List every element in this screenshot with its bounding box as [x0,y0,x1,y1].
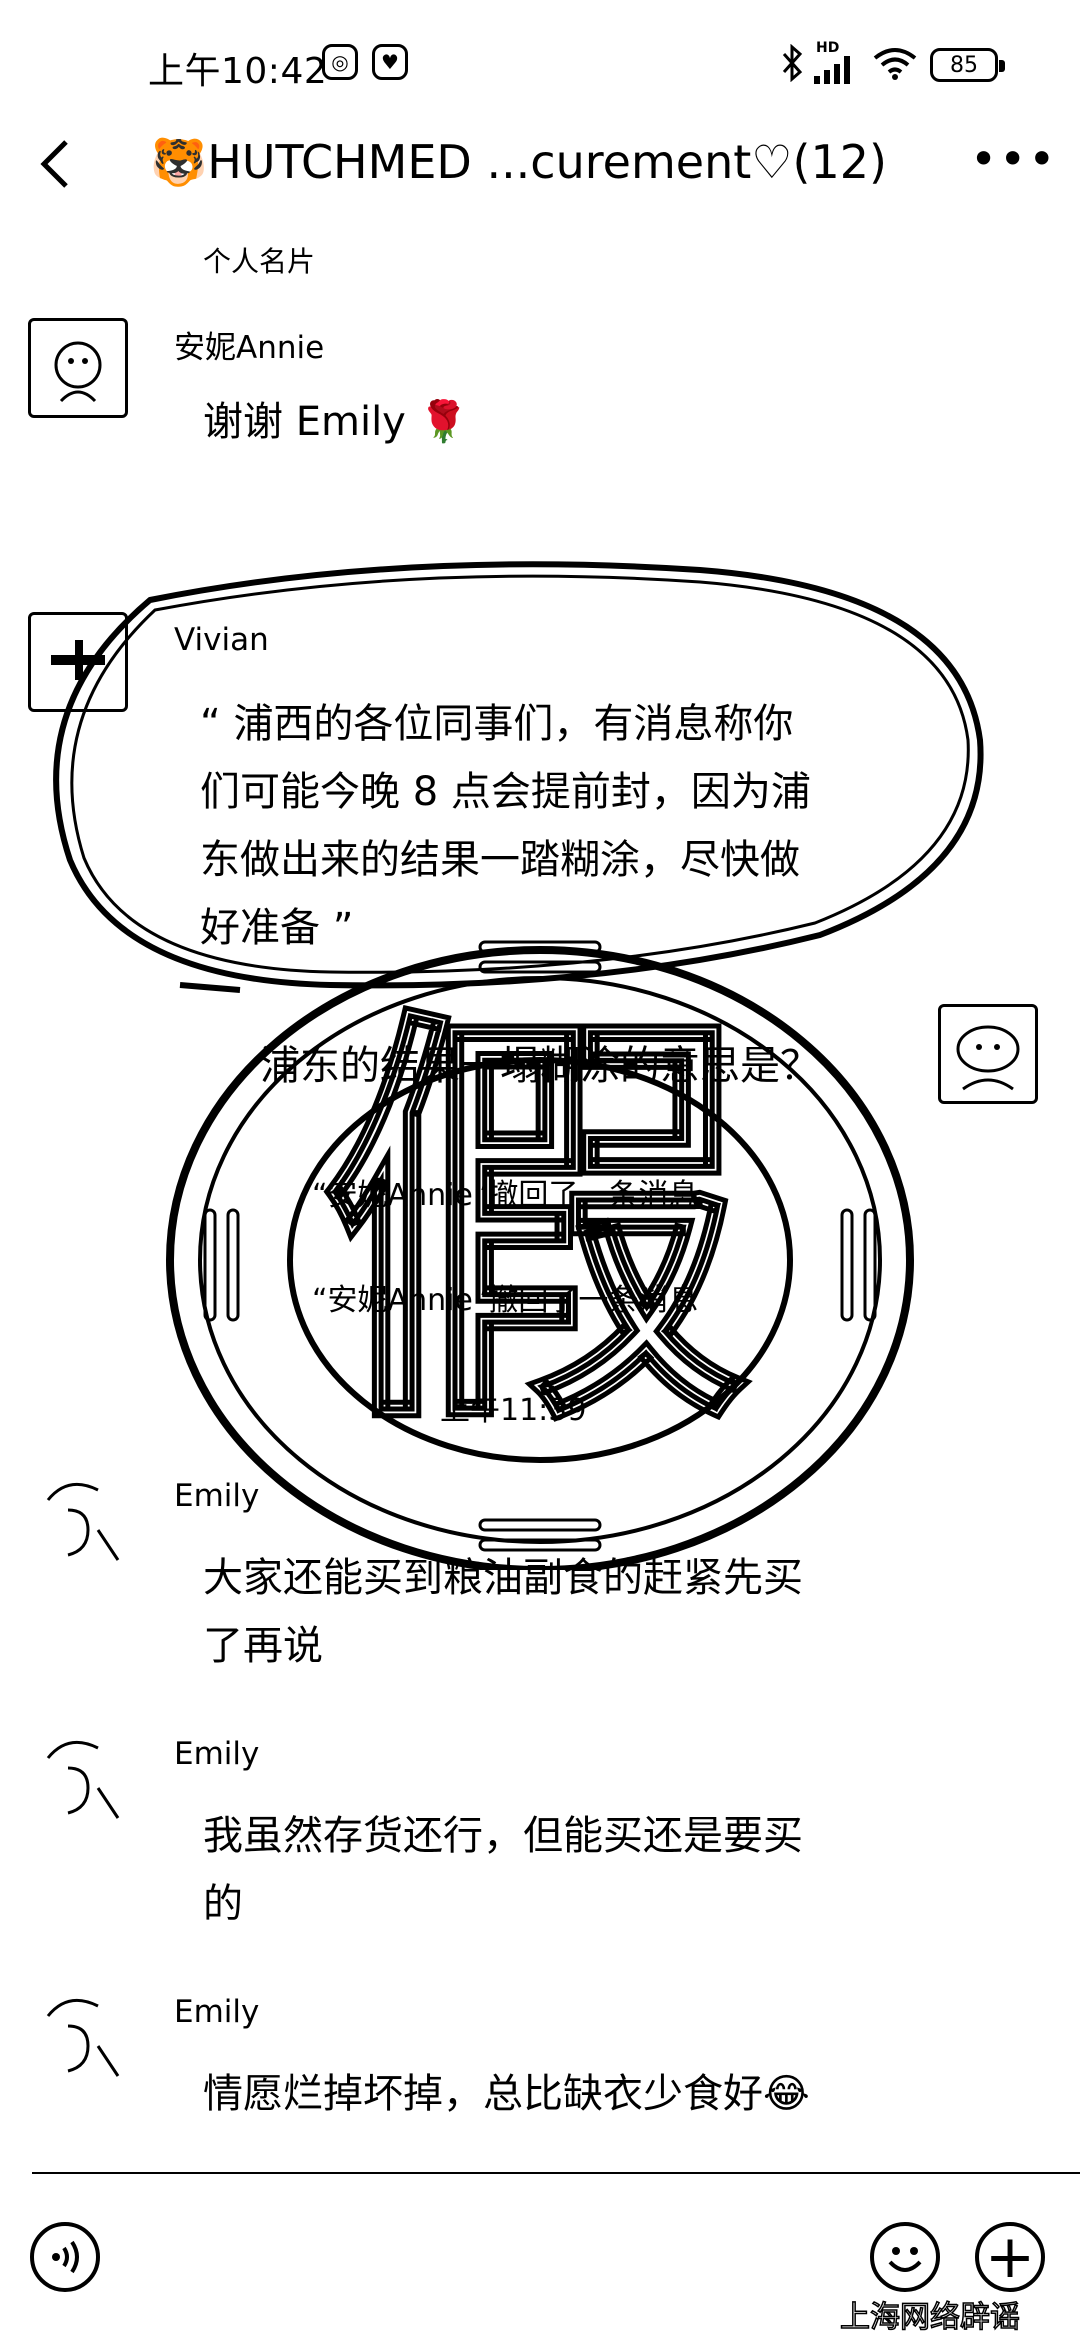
avatar-self-icon [956,1025,1020,1091]
message-line: “ 浦西的各位同事们，有消息称你 [200,701,794,747]
sender-name: Emily [174,1478,260,1514]
avatar-emily-icon [46,1482,120,1561]
message-line: 的 [203,1881,243,1927]
avatar-self[interactable] [938,1004,1038,1104]
voice-icon [52,2240,79,2274]
fake-stamp [166,940,914,1570]
message-text: 情愿烂掉坏掉，总比缺衣少食好😂 [203,2071,810,2117]
emoji-button[interactable] [870,2222,940,2292]
app-notification-icon: ♥ [372,44,408,80]
message-line: 们可能今晚 8 点会提前封，因为浦 [200,769,811,815]
watermark-label: 上海网络辟谣 [839,2299,1021,2336]
avatar-emily[interactable] [28,1986,128,2086]
sender-name: 安妮Annie [174,330,325,366]
message-line: 东做出来的结果一踏糊涂，尽快做 [200,837,800,883]
more-button[interactable]: ••• [970,132,1058,186]
timestamp: 上午11:39 [440,1393,587,1428]
business-card-label: 个人名片 [203,245,316,278]
message-text: 浦东的结果一塌糊涂的意思是？ [260,1043,820,1089]
sender-name: Emily [174,1736,260,1772]
message-line: 大家还能买到粮油副食的赶紧先买 [203,1555,803,1601]
avatar-emily-icon [46,1998,120,2077]
signal-icon [814,56,850,84]
chat-title: 🐯HUTCHMED ...curement♡(12) [150,135,887,189]
fake-stamp-glyph: 假 [318,972,753,1477]
message-line: 好准备 ” [200,905,354,951]
recall-notice: “安妮Annie”撤回了一条消息 [312,1283,699,1318]
sender-name: Vivian [174,622,269,658]
avatar-annie-icon [54,341,102,403]
status-time: 上午10:42 [148,51,328,92]
message-line: 我虽然存货还行，但能买还是要买 [203,1813,803,1859]
avatar-annie[interactable] [28,318,128,418]
message-line: 了再说 [203,1623,323,1669]
back-button[interactable] [36,138,76,190]
avatar-emily[interactable] [28,1728,128,1828]
avatar-emily[interactable] [28,1470,128,1570]
plus-icon: + [984,2222,1036,2292]
message-text: 谢谢 Emily 🌹 [203,399,469,445]
wifi-icon [873,48,917,80]
plus-button[interactable]: + [975,2222,1045,2292]
avatar-vivian-icon [51,640,105,680]
notification-icon: ◎ [322,44,358,80]
battery-indicator: 85 [930,48,1005,82]
sender-name: Emily [174,1994,260,2030]
bluetooth-icon [782,44,803,82]
avatar-emily-icon [46,1740,120,1819]
input-divider [32,2172,1080,2174]
voice-button[interactable] [30,2222,100,2292]
highlight-circle [53,561,984,993]
emoji-icon [888,2247,922,2272]
recall-notice: “安妮Annie”撤回了一条消息 [312,1178,699,1213]
network-hd-label: HD [816,40,840,56]
